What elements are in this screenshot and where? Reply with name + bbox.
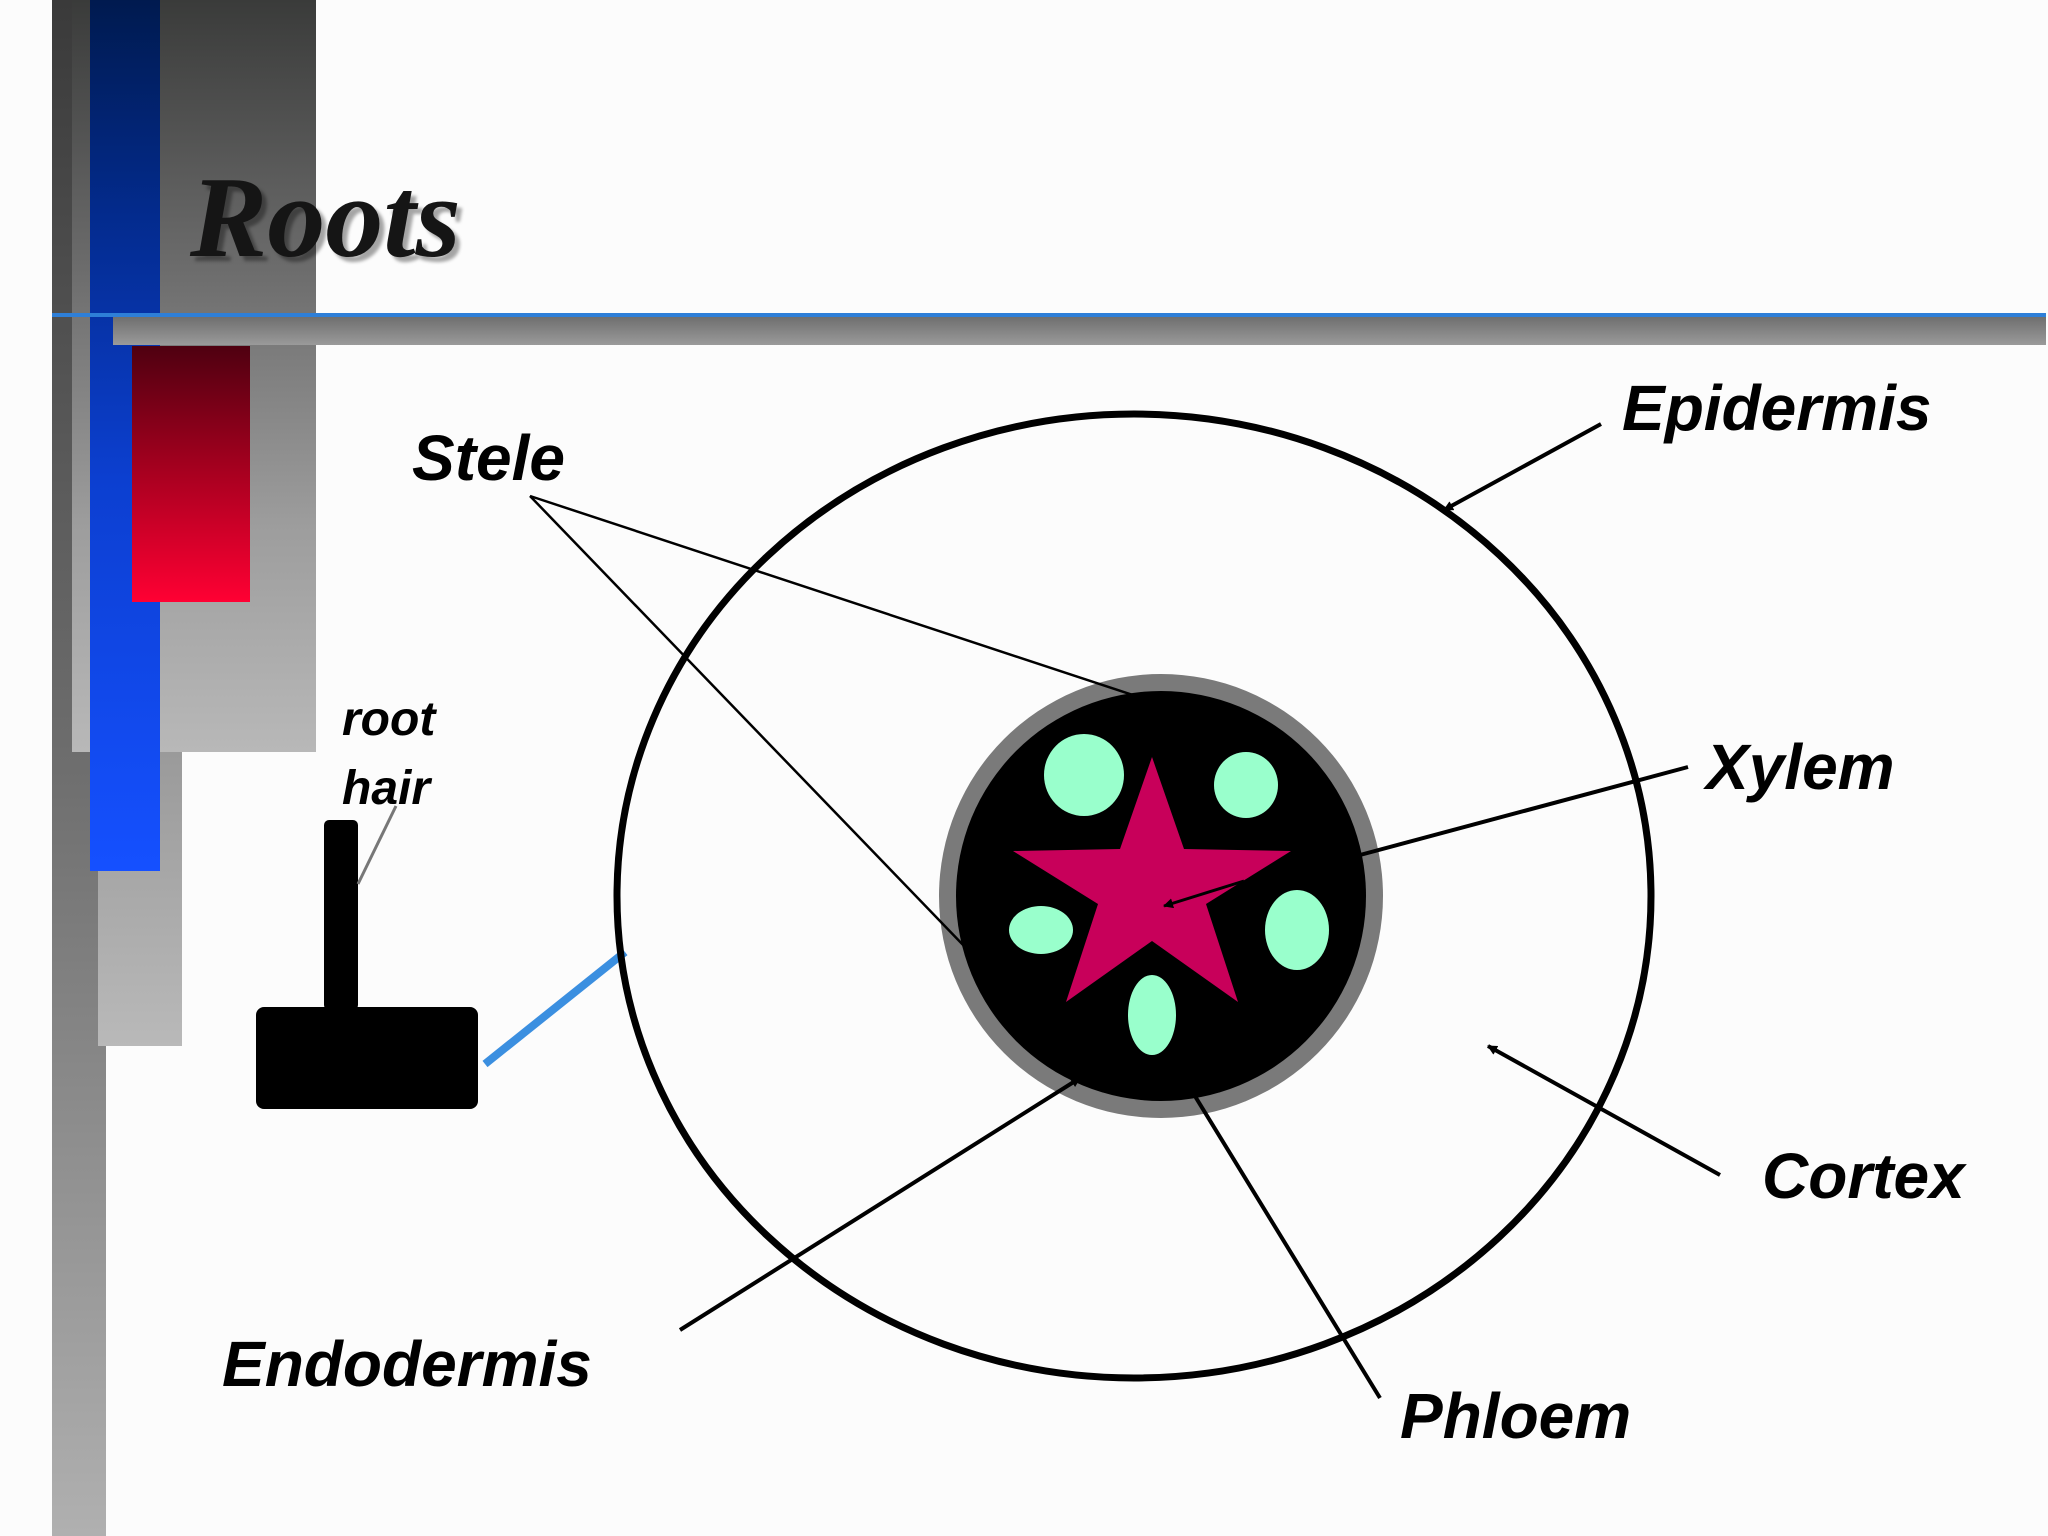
epidermis-pointer — [1443, 422, 1602, 512]
slide-title: Roots — [190, 154, 461, 282]
root-hair-figure — [256, 805, 628, 1109]
title-divider-bar — [113, 317, 2046, 345]
xylem-pointer — [1359, 765, 1689, 857]
root-hair-pointer — [356, 805, 398, 885]
label-cortex: Cortex — [1762, 1140, 1967, 1212]
root-hair-connector — [482, 948, 628, 1068]
decor-red-bar — [132, 346, 250, 602]
phloem-spot — [1009, 906, 1073, 954]
label-root-hair-line2: hair — [342, 762, 432, 815]
label-root-hair-line1: root — [342, 693, 437, 746]
cortex-pointer — [1487, 1044, 1721, 1177]
root-hair-stalk — [324, 820, 358, 1010]
label-epidermis: Epidermis — [1622, 372, 1931, 444]
root-hair-base — [256, 1007, 478, 1109]
label-phloem: Phloem — [1400, 1380, 1631, 1452]
title-underline — [52, 313, 2046, 317]
phloem-spot — [1044, 734, 1124, 816]
xylem-inner-pointer — [1163, 879, 1245, 909]
stele-pointer-2 — [529, 495, 967, 949]
stele-pointer-1 — [529, 494, 1149, 702]
epidermis-outline — [613, 410, 1655, 1382]
label-endodermis: Endodermis — [222, 1328, 592, 1400]
xylem-star — [1013, 757, 1291, 1002]
phloem-pointer — [1188, 1086, 1382, 1400]
label-stele: Stele — [412, 422, 565, 494]
phloem-spot — [1128, 975, 1176, 1055]
endodermis-pointer — [678, 1076, 1082, 1332]
label-xylem: Xylem — [1703, 731, 1895, 803]
pointer-lines — [529, 422, 1721, 1400]
phloem-spot — [1265, 890, 1329, 970]
phloem-spot — [1214, 752, 1278, 818]
